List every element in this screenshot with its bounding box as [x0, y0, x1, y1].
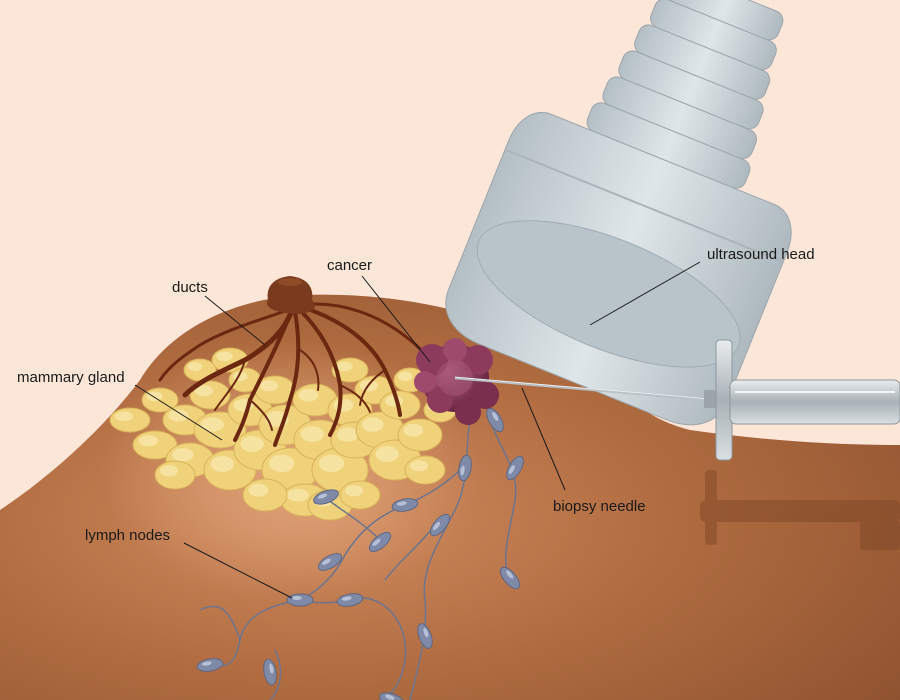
gland-lobule-highlight — [216, 351, 233, 362]
biopsy-needle — [454, 376, 711, 402]
gland-lobule — [109, 407, 151, 433]
gland-lobule — [154, 460, 196, 490]
lymph-node — [499, 566, 521, 590]
gland-lobule-highlight — [298, 388, 319, 402]
syringe-shadow — [700, 470, 900, 550]
lymph-node-highlight — [201, 661, 212, 666]
lymph-node — [417, 623, 433, 649]
mammary-gland-label: mammary gland — [17, 369, 125, 386]
gland-lobule-highlight — [210, 456, 234, 472]
gland-lobule-highlight — [403, 423, 424, 437]
lymph-node — [429, 513, 451, 537]
lymph-node — [196, 658, 224, 672]
nipple-highlight — [278, 278, 302, 286]
gland-lobule-highlight — [188, 362, 203, 372]
lymph-nodes-label: lymph nodes — [85, 527, 170, 544]
gland-lobule-highlight — [168, 409, 189, 422]
gland-lobule-highlight — [146, 391, 163, 402]
lymph-node-highlight — [492, 411, 499, 421]
lymph-node-highlight — [372, 538, 381, 546]
syringe — [704, 339, 900, 461]
lymph-node-highlight — [317, 493, 328, 499]
nipple — [267, 276, 316, 314]
ultrasound-probe — [445, 0, 792, 426]
gland-lobule — [397, 418, 443, 452]
lymph-node — [263, 658, 277, 686]
ducts-leader — [204, 295, 266, 346]
cancer-label: cancer — [327, 257, 372, 274]
lymph-node-highlight — [423, 627, 429, 638]
lymph-node-highlight — [508, 465, 515, 475]
lymph-node — [486, 407, 504, 433]
lymph-node-highlight — [506, 570, 514, 579]
ducts — [158, 302, 440, 447]
gland-lobule-highlight — [362, 417, 384, 432]
lymph-node-highlight — [432, 521, 441, 531]
gland-lobule-highlight — [319, 454, 345, 473]
gland-lobule-highlight — [300, 426, 324, 442]
lymph-node-highlight — [292, 596, 302, 600]
gland-lobule-highlight — [195, 385, 213, 397]
lymph-node — [313, 489, 339, 505]
labels: cancer ducts mammary gland ultrasound he… — [17, 246, 815, 599]
gland-lobule-highlight — [398, 371, 413, 382]
lymph-node — [368, 531, 392, 553]
gland-lobule-highlight — [172, 448, 194, 462]
lymph-nodes — [196, 407, 524, 700]
mammary-gland — [109, 347, 457, 521]
lymph-node — [286, 593, 314, 607]
gland-lobule-highlight — [115, 411, 133, 422]
mammary-gland-leader — [134, 384, 223, 441]
gland-lobule — [339, 480, 381, 510]
lymph-nodes-leader — [183, 542, 293, 599]
gland-lobule-highlight — [260, 380, 278, 392]
gland-lobule — [404, 455, 446, 485]
tumor — [414, 338, 499, 425]
lymph-node-highlight — [321, 558, 331, 565]
probe-face — [476, 220, 741, 368]
lymph-node-highlight — [341, 596, 352, 601]
gland-lobule-highlight — [337, 427, 359, 442]
gland-lobule-highlight — [375, 446, 399, 462]
gland-lobule — [242, 478, 288, 512]
ultrasound-head-leader — [589, 261, 701, 326]
biopsy-needle-leader — [521, 387, 566, 491]
gland-lobule-highlight — [269, 454, 295, 473]
probe-cable — [586, 0, 784, 189]
lymph-node — [506, 455, 524, 481]
gland-lobule-highlight — [160, 465, 178, 477]
gland-lobule-highlight — [200, 417, 224, 432]
gland-lobule-highlight — [287, 488, 309, 502]
lymph-node-highlight — [460, 465, 465, 476]
gland-lobule-highlight — [333, 398, 354, 412]
gland-lobule-highlight — [336, 361, 353, 372]
gland-lobule-highlight — [410, 460, 428, 472]
lymph-node-highlight — [269, 663, 274, 674]
lymph-node-highlight — [385, 694, 395, 700]
lymph-node — [317, 553, 343, 571]
ultrasound-head-label: ultrasound head — [707, 246, 815, 263]
biopsy-needle-label: biopsy needle — [553, 498, 646, 515]
lymph-node — [391, 498, 419, 512]
gland-lobule-highlight — [345, 485, 363, 497]
gland-lobule-highlight — [138, 435, 159, 447]
lymph-node-highlight — [396, 501, 407, 506]
lymph-node — [336, 593, 364, 607]
cancer-leader — [361, 275, 431, 363]
ducts-label: ducts — [172, 279, 208, 296]
gland-lobule-highlight — [240, 436, 264, 452]
gland-lobule-highlight — [248, 483, 269, 497]
